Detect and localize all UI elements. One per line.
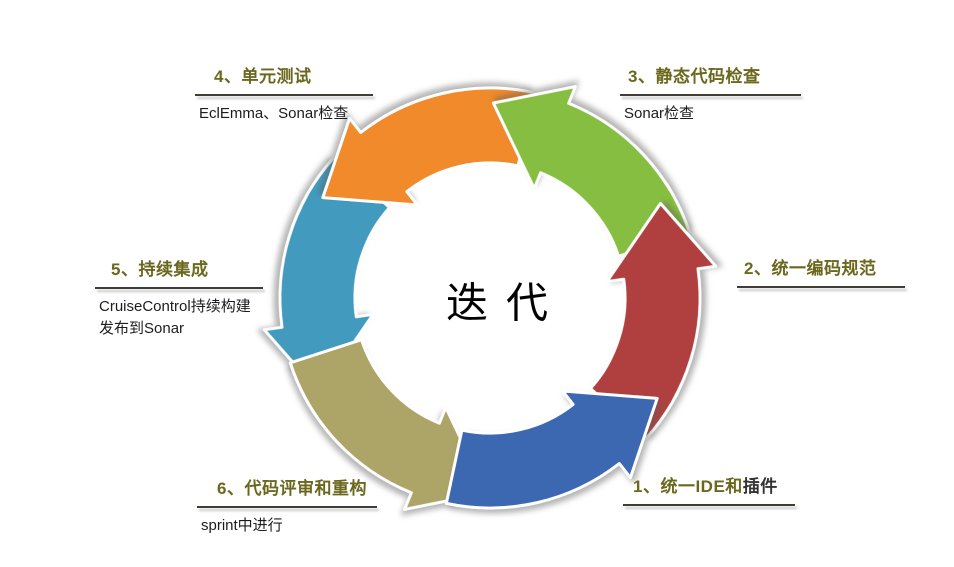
step-3-subtitle-line1: Sonar检查 xyxy=(624,105,695,122)
step-5-subtitle: CruiseControl持续构建 发布到Sonar xyxy=(95,296,263,340)
arrow-step-1 xyxy=(444,389,659,510)
step-2-title: 2、统一编码规范 xyxy=(737,254,905,286)
arrow-step-2 xyxy=(588,201,718,441)
step-4-label: 4、单元测试 EclEmma、Sonar检查 xyxy=(195,62,373,125)
step-2-label: 2、统一编码规范 xyxy=(737,254,905,288)
step-3-label: 3、静态代码检查 Sonar检查 xyxy=(620,62,801,125)
step-5-subtitle-line2: 发布到Sonar xyxy=(99,319,185,337)
step-5-subtitle-line1: CruiseControl持续构建 xyxy=(99,298,251,315)
step-1-title-text: 1、统一IDE和 xyxy=(633,477,743,496)
step-6-subtitle-line1: sprint中进行 xyxy=(201,517,283,534)
step-2-title-text: 2、统一编码规范 xyxy=(744,259,877,278)
step-4-title-text: 4、单元测试 xyxy=(214,67,312,86)
step-3-underline xyxy=(620,94,801,96)
step-3-title-text: 3、静态代码检查 xyxy=(628,67,761,86)
step-4-subtitle: EclEmma、Sonar检查 xyxy=(195,103,373,125)
step-2-underline xyxy=(737,286,905,288)
step-1-underline xyxy=(623,504,795,506)
step-4-title: 4、单元测试 xyxy=(195,62,373,94)
step-6-subtitle: sprint中进行 xyxy=(197,515,377,537)
arrow-step-3 xyxy=(491,85,692,258)
step-5-title: 5、持续集成 xyxy=(95,255,263,287)
step-3-subtitle: Sonar检查 xyxy=(620,103,801,125)
step-5-label: 5、持续集成 CruiseControl持续构建 发布到Sonar xyxy=(95,255,263,340)
step-4-underline xyxy=(195,94,373,96)
step-5-title-text: 5、持续集成 xyxy=(111,260,209,279)
cycle-center-label: 迭代 xyxy=(445,278,567,328)
arrow-step-6-head-overlay xyxy=(288,338,436,472)
step-5-underline xyxy=(95,287,263,289)
step-6-title-text: 6、代码评审和重构 xyxy=(217,479,367,498)
step-6-underline xyxy=(197,506,377,508)
step-1-title-suffix: 插件 xyxy=(742,477,778,496)
step-1-title: 1、统一IDE和插件 xyxy=(623,472,795,504)
arrow-step-5 xyxy=(262,155,392,395)
step-6-label: 6、代码评审和重构 sprint中进行 xyxy=(197,474,377,537)
step-3-title: 3、静态代码检查 xyxy=(620,62,801,94)
step-1-label: 1、统一IDE和插件 xyxy=(623,472,795,506)
arrow-step-4 xyxy=(321,86,536,207)
step-4-subtitle-line1: EclEmma、Sonar检查 xyxy=(199,105,349,122)
step-6-title: 6、代码评审和重构 xyxy=(197,474,377,506)
